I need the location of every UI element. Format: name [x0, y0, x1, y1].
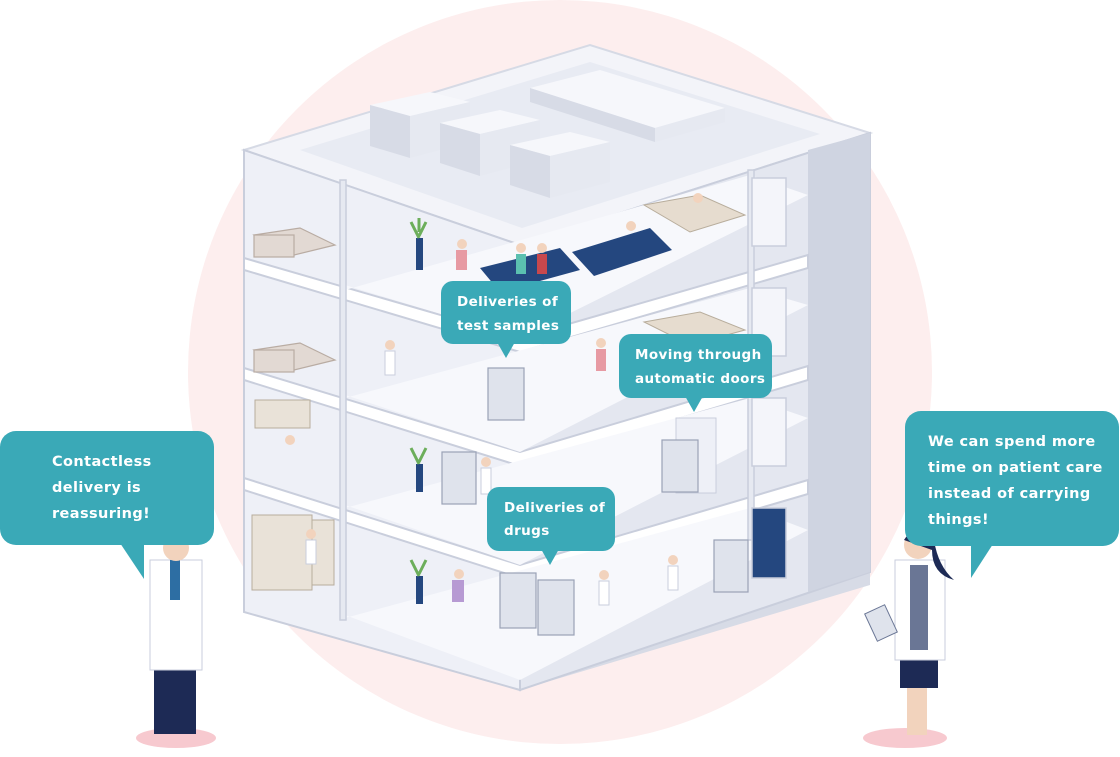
delivery-robot-icon	[441, 367, 749, 636]
doctor-icon	[136, 534, 216, 748]
people	[285, 193, 703, 606]
callout-drugs: Deliveries of drugs	[487, 487, 615, 565]
elevator-shaft	[808, 133, 870, 592]
callout-automatic-doors: Moving through automatic doors	[619, 334, 772, 412]
shelving	[251, 399, 335, 591]
potted-plants	[409, 218, 428, 604]
rooftop-units	[370, 70, 725, 198]
hospital-beds	[252, 227, 337, 373]
callout-contactless: Contactless delivery is reassuring!	[0, 431, 214, 579]
callout-patient-care: We can spend more time on patient care i…	[905, 411, 1119, 578]
callout-test-samples: Deliveries of test samples	[441, 281, 571, 358]
